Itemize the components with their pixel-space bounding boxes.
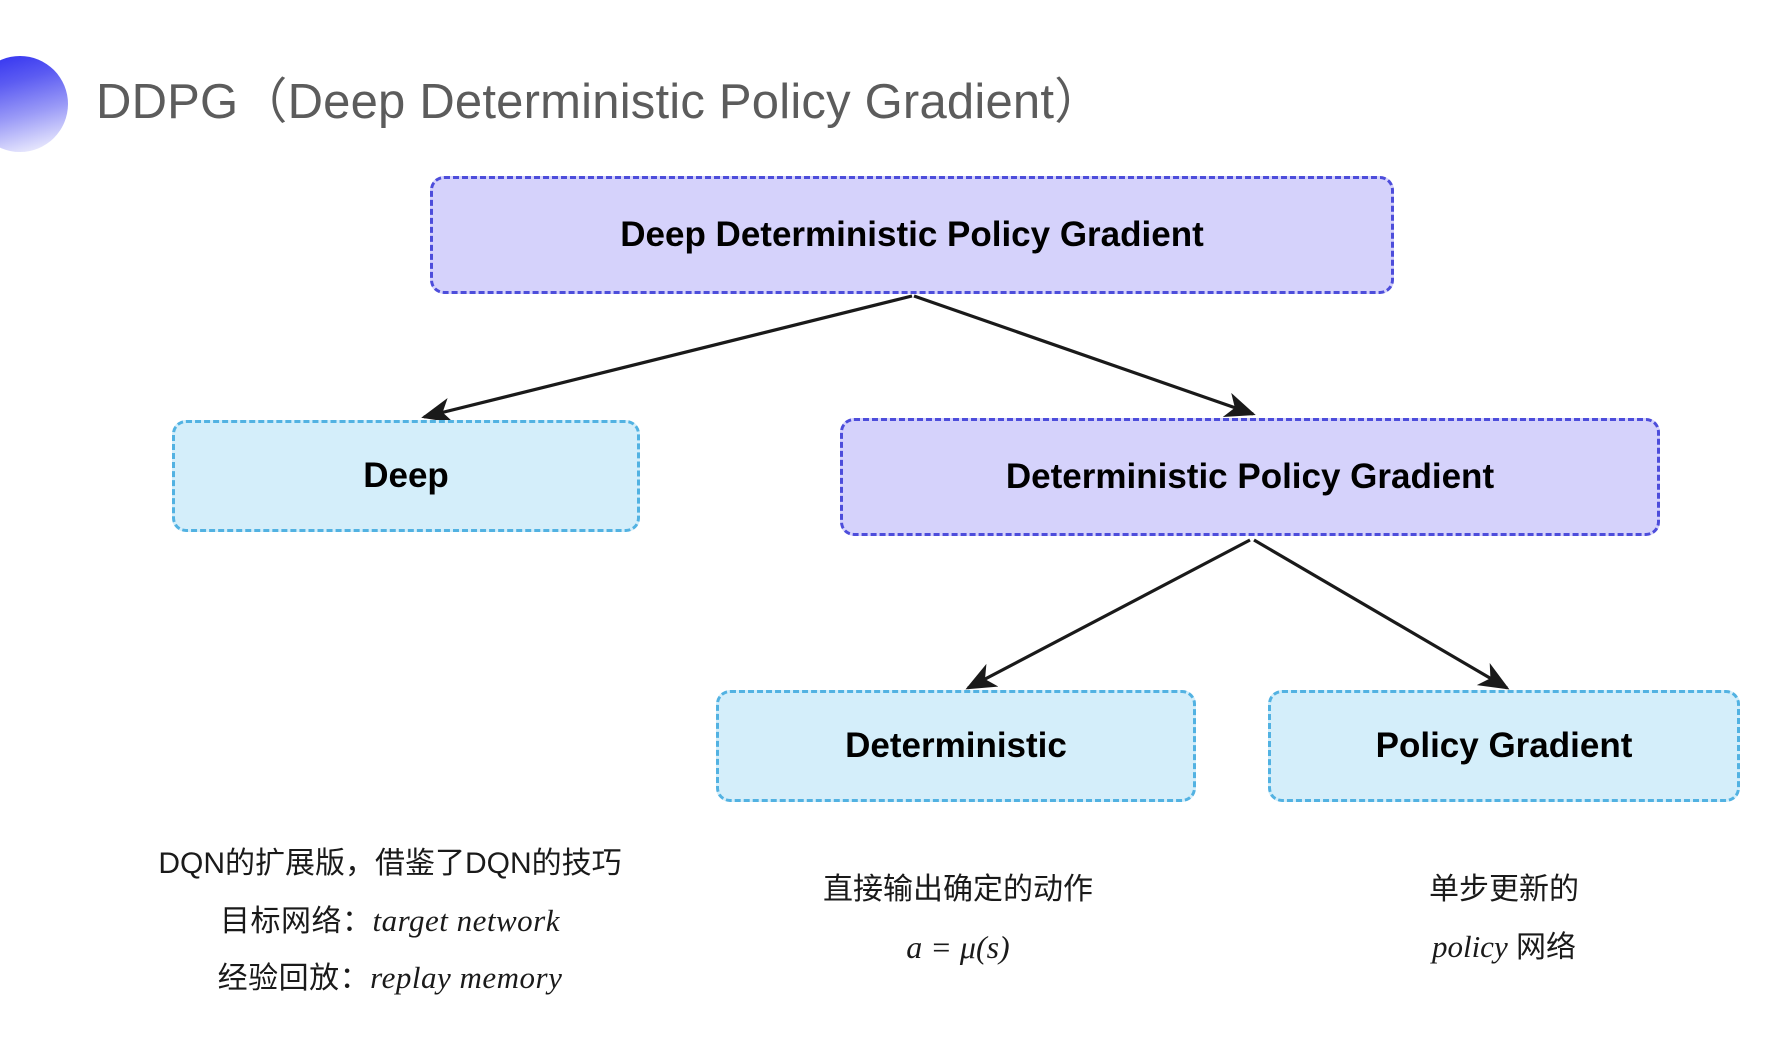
page-title: DDPG（Deep Deterministic Policy Gradient） [96,75,1104,129]
caption-deep-line2-term: target network [372,902,561,938]
node-deterministic-policy-gradient[interactable]: Deterministic Policy Gradient [840,418,1660,536]
node-deep[interactable]: Deep [172,420,640,532]
caption-deterministic: 直接输出确定的动作 a = μ(s) [720,862,1196,977]
caption-deep-line2: 目标网络：target network [60,892,720,950]
caption-deep-line1: DQN的扩展版，借鉴了DQN的技巧 [158,847,622,880]
caption-deep: DQN的扩展版，借鉴了DQN的技巧 目标网络：target network 经验… [60,836,720,1007]
node-policy-gradient[interactable]: Policy Gradient [1268,690,1740,802]
node-deterministic[interactable]: Deterministic [716,690,1196,802]
arrow-root-to-deep [421,294,913,423]
caption-deterministic-line1: 直接输出确定的动作 [823,873,1093,906]
arrow-dpg-to-deterministic [965,538,1251,690]
caption-deep-line3: 经验回放：replay memory [60,949,720,1007]
caption-deep-line2-label: 目标网络： [219,904,373,938]
gradient-circle-bullet-icon [0,56,68,152]
caption-policy-gradient-term: policy [1431,928,1508,964]
caption-deep-line3-label: 经验回放： [217,962,371,995]
node-deep-deterministic-policy-gradient[interactable]: Deep Deterministic Policy Gradient [430,176,1394,294]
caption-policy-gradient-suffix: 网络 [1507,930,1577,964]
caption-deep-line3-term: replay memory [370,960,563,995]
caption-policy-gradient-line2: policy 网络 [1256,918,1752,976]
caption-deterministic-formula: a = μ(s) [906,928,1010,965]
arrow-root-to-dpg [913,294,1256,418]
arrow-dpg-to-policy-gradient [1253,538,1510,690]
caption-policy-gradient: 单步更新的 policy 网络 [1256,862,1752,975]
caption-policy-gradient-line1: 单步更新的 [1429,873,1579,906]
